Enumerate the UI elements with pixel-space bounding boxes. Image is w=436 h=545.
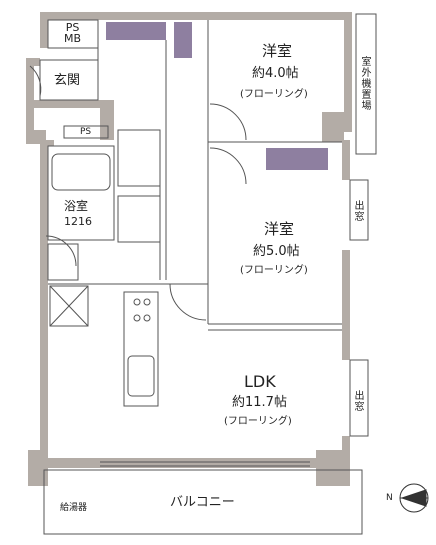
entrance-label: 玄関	[54, 73, 81, 88]
ldk-name: LDK	[244, 372, 276, 391]
outdoor-unit-label: 室外機置場	[359, 56, 370, 111]
ldk-size: 約11.7帖	[232, 395, 287, 410]
bath-name: 浴室	[64, 199, 89, 213]
ps-label: PS	[80, 127, 92, 137]
water-heater-label: 給湯器	[60, 503, 88, 513]
walls	[26, 12, 352, 486]
north-label: N	[386, 493, 393, 503]
ps-mb-label: PS MB	[64, 22, 81, 44]
western1-name: 洋室	[262, 42, 293, 60]
bay-window-label-1: 出窓	[352, 200, 363, 222]
bay-window-label-2: 出窓	[352, 390, 363, 412]
storage-areas	[106, 22, 328, 170]
western2-size: 約5.0帖	[253, 244, 300, 259]
western1-floor: (フローリング)	[240, 89, 308, 100]
interior-lines	[29, 13, 377, 535]
ps-mb-text: PS MB	[64, 21, 82, 45]
western2-floor: (フローリング)	[240, 265, 308, 276]
compass	[399, 483, 429, 513]
bath-size: 1216	[64, 215, 92, 228]
ldk-floor: (フローリング)	[224, 416, 292, 427]
western2-name: 洋室	[264, 220, 295, 238]
balcony-label: バルコニー	[170, 495, 235, 510]
western1-size: 約4.0帖	[252, 66, 299, 81]
